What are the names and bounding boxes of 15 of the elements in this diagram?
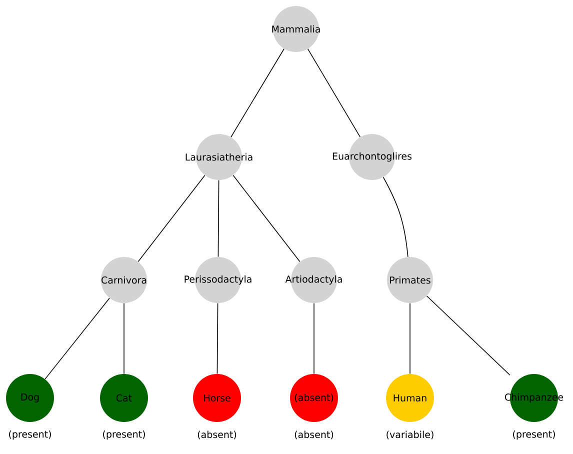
status-label: (absent) (198, 430, 236, 440)
branch-line (230, 48, 284, 138)
branch-line (216, 302, 218, 374)
status-label: (absent) (294, 430, 334, 440)
branch-line (426, 296, 510, 376)
branch-line (307, 48, 361, 138)
branch-line (382, 176, 408, 258)
status-label: (present) (103, 430, 145, 440)
branch-line (44, 298, 110, 380)
status-label: (present) (513, 430, 555, 440)
status-label: (variabile) (386, 430, 434, 440)
branch-line (218, 180, 220, 258)
branch-line (232, 174, 300, 262)
status-label: (present) (9, 430, 51, 440)
branch-line (138, 174, 206, 262)
